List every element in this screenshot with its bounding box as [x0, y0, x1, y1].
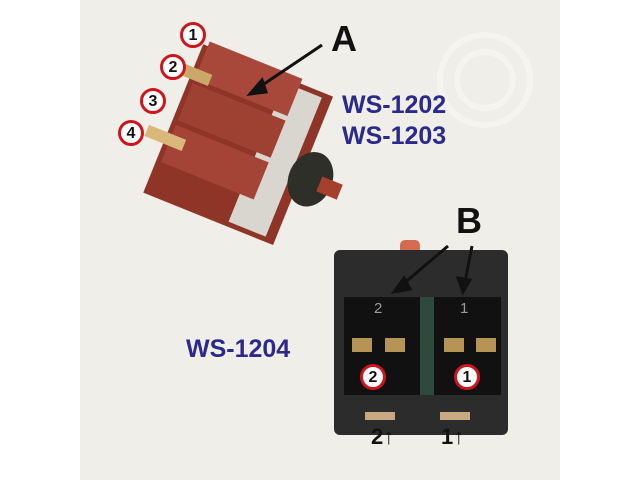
arrow-b-right	[463, 245, 474, 283]
model-ws-1202: WS-1202	[342, 91, 447, 119]
label-a: A	[331, 18, 357, 59]
slot-number-1: 1	[460, 300, 469, 317]
bottom-terminal-marker-2: 2	[360, 364, 386, 390]
arrow-b-left	[401, 244, 449, 287]
arrow-a	[257, 43, 323, 90]
arrow-b-left-head	[390, 275, 413, 295]
label-b: B	[456, 200, 482, 241]
gear-watermark-icon	[437, 32, 533, 128]
slot-number-2: 2	[374, 300, 383, 317]
model-ws-1204: WS-1204	[186, 335, 291, 363]
terminal-marker-1: 1	[180, 22, 206, 48]
top-switch-image	[143, 41, 343, 246]
terminal-marker-4: 4	[118, 120, 144, 146]
bottom-terminal-marker-1: 1	[454, 364, 480, 390]
terminal-marker-3: 3	[140, 88, 166, 114]
pointer-arrows	[246, 43, 474, 296]
pin-label-2: 2↑	[371, 424, 395, 449]
arrow-b-right-head	[455, 276, 473, 296]
terminal-marker-2: 2	[160, 54, 186, 80]
arrow-a-head	[246, 77, 269, 96]
model-ws-1203: WS-1203	[342, 122, 447, 150]
pin-label-1: 1↑	[441, 424, 465, 449]
